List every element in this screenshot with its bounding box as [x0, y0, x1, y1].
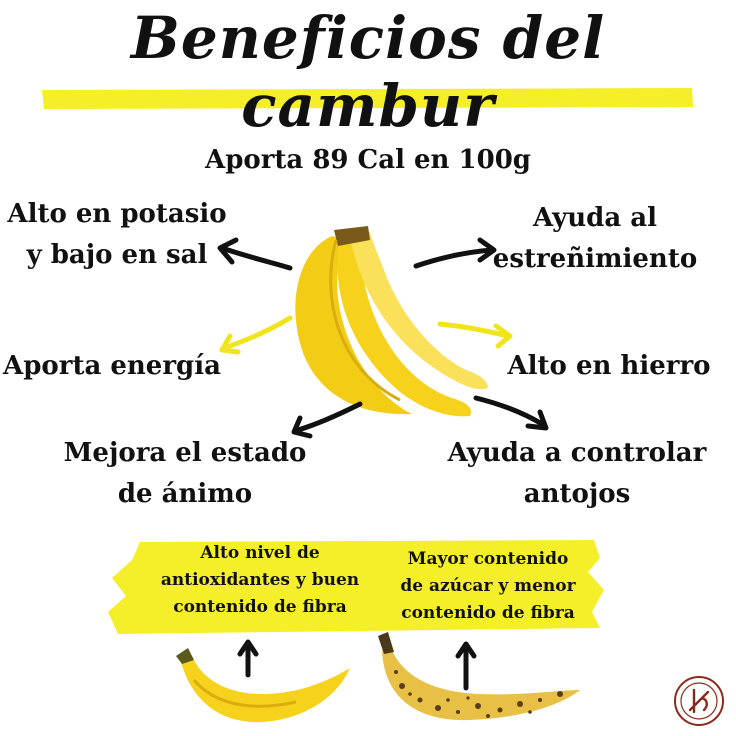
note-line: contenido de fibra [401, 603, 575, 623]
green-banana-note: Alto nivel de antioxidantes y buen conte… [150, 540, 370, 621]
benefit-line: Alto en potasio [7, 199, 227, 229]
benefit-line: Mejora el estado [63, 438, 307, 468]
ripe-banana-note: Mayor contenido de azúcar y menor conten… [388, 546, 588, 627]
benefit-estrenimiento: Ayuda al estreñimiento [490, 198, 700, 280]
benefit-line: Ayuda al [533, 203, 657, 233]
benefit-potasio: Alto en potasio y bajo en sal [4, 194, 230, 276]
benefit-energia: Aporta energía [3, 351, 221, 381]
ripe-banana-image [378, 632, 580, 721]
banana-bunch-image [295, 226, 488, 417]
arrow-icon [219, 315, 513, 355]
note-line: Alto nivel de [200, 543, 320, 563]
benefit-antojos: Ayuda a controlar antojos [442, 433, 712, 515]
benefit-line: y bajo en sal [26, 240, 208, 270]
note-line: Mayor contenido [407, 549, 569, 569]
logo-icon [674, 676, 724, 726]
benefit-line: estreñimiento [492, 244, 698, 274]
note-line: contenido de fibra [173, 597, 347, 617]
title-highlight [42, 88, 693, 109]
benefit-line: Ayuda a controlar [447, 438, 707, 468]
note-line: antioxidantes y buen [160, 570, 360, 590]
banana-image [176, 648, 350, 723]
calories-label: Aporta 89 Cal en 100g [205, 145, 531, 175]
arrow-icon [217, 237, 549, 691]
benefit-animo: Mejora el estado de ánimo [60, 433, 310, 515]
benefit-hierro: Alto en hierro [507, 351, 711, 381]
benefit-line: antojos [523, 479, 631, 509]
bottom-highlight [108, 540, 604, 634]
benefit-line: de ánimo [117, 479, 253, 509]
note-line: de azúcar y menor [400, 576, 576, 596]
page-title: Beneficios del cambur [130, 4, 606, 140]
